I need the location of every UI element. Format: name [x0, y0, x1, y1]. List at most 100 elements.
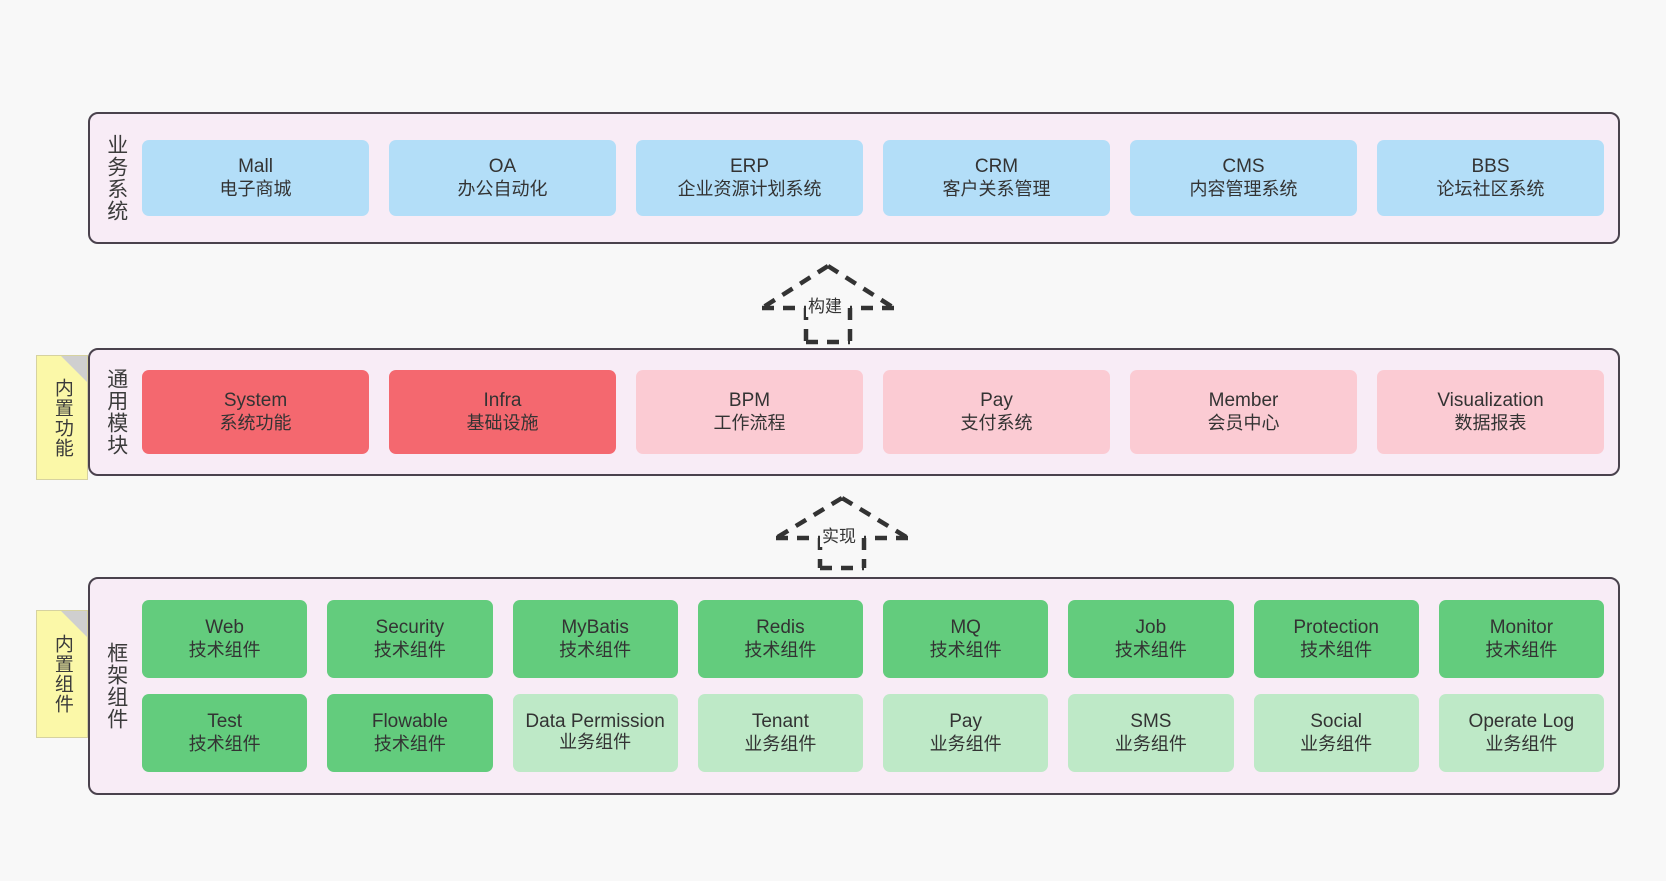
node-test[interactable]: Test 技术组件 — [142, 694, 308, 772]
framework-row-technical: Web 技术组件 Security 技术组件 MyBatis 技术组件 Redi… — [142, 600, 1604, 678]
node-tenant[interactable]: Tenant 业务组件 — [697, 694, 863, 772]
node-protection-desc: 技术组件 — [1300, 639, 1373, 660]
node-visualization-name: Visualization — [1437, 390, 1544, 412]
node-web-desc: 技术组件 — [188, 639, 261, 660]
node-monitor-name: Monitor — [1489, 617, 1554, 639]
node-bbs-name: BBS — [1471, 156, 1510, 178]
node-system[interactable]: System 系统功能 — [142, 370, 369, 454]
node-system-name: System — [223, 390, 288, 412]
node-redis-desc: 技术组件 — [744, 639, 817, 660]
business-systems-row: Mall 电子商城 OA 办公自动化 ERP 企业资源计划系统 CRM 客户关系… — [142, 140, 1604, 216]
node-pay-module[interactable]: Pay 支付系统 — [883, 370, 1110, 454]
node-member[interactable]: Member 会员中心 — [1130, 370, 1357, 454]
node-job-name: Job — [1135, 617, 1167, 639]
node-oa[interactable]: OA 办公自动化 — [389, 140, 616, 216]
node-crm-name: CRM — [974, 156, 1019, 178]
node-social-desc: 业务组件 — [1300, 733, 1373, 754]
node-erp-desc: 企业资源计划系统 — [677, 178, 822, 199]
node-operate-log[interactable]: Operate Log 业务组件 — [1438, 694, 1604, 772]
node-sms[interactable]: SMS 业务组件 — [1068, 694, 1234, 772]
node-infra-desc: 基础设施 — [466, 412, 539, 433]
node-mybatis-desc: 技术组件 — [559, 639, 632, 660]
layer-common-modules: 通用模块 System 系统功能 Infra 基础设施 BPM 工作流程 Pay… — [88, 348, 1620, 476]
node-protection[interactable]: Protection 技术组件 — [1253, 600, 1419, 678]
node-social[interactable]: Social 业务组件 — [1253, 694, 1419, 772]
node-mq-name: MQ — [950, 617, 981, 639]
node-system-desc: 系统功能 — [219, 412, 292, 433]
node-mall-name: Mall — [238, 156, 273, 178]
node-mall[interactable]: Mall 电子商城 — [142, 140, 369, 216]
node-visualization-desc: 数据报表 — [1454, 412, 1527, 433]
layer-common-modules-body: System 系统功能 Infra 基础设施 BPM 工作流程 Pay 支付系统… — [142, 350, 1618, 474]
connector-implement-shape — [774, 496, 910, 571]
layer-business-systems-title: 业务系统 — [104, 134, 128, 222]
node-monitor[interactable]: Monitor 技术组件 — [1438, 600, 1604, 678]
node-pay-module-desc: 支付系统 — [960, 412, 1033, 433]
note-builtin-features-label: 内置功能 — [51, 377, 73, 458]
node-sms-desc: 业务组件 — [1114, 733, 1187, 754]
connector-build: 构建 — [758, 262, 898, 345]
layer-business-systems: 业务系统 Mall 电子商城 OA 办公自动化 ERP 企业资源计划系统 CRM… — [88, 112, 1620, 244]
node-erp-name: ERP — [729, 156, 770, 178]
node-job[interactable]: Job 技术组件 — [1068, 600, 1234, 678]
node-data-permission[interactable]: Data Permission 业务组件 — [512, 694, 678, 772]
node-cms-desc: 内容管理系统 — [1189, 178, 1298, 199]
connector-implement: 实现 — [772, 494, 912, 571]
node-bbs-desc: 论坛社区系统 — [1436, 178, 1545, 199]
connector-build-shape — [760, 264, 896, 345]
node-web[interactable]: Web 技术组件 — [142, 600, 308, 678]
node-visualization[interactable]: Visualization 数据报表 — [1377, 370, 1604, 454]
node-pay-component[interactable]: Pay 业务组件 — [883, 694, 1049, 772]
node-flowable-desc: 技术组件 — [373, 733, 446, 754]
node-oa-desc: 办公自动化 — [457, 178, 548, 199]
layer-framework-components: 框架组件 Web 技术组件 Security 技术组件 MyBatis 技术组件… — [88, 577, 1620, 795]
node-infra-name: Infra — [483, 390, 522, 412]
node-bbs[interactable]: BBS 论坛社区系统 — [1377, 140, 1604, 216]
node-monitor-desc: 技术组件 — [1485, 639, 1558, 660]
node-oa-name: OA — [488, 156, 517, 178]
node-pay-module-name: Pay — [980, 390, 1013, 412]
layer-common-modules-title: 通用模块 — [104, 368, 128, 456]
connector-build-label: 构建 — [806, 292, 844, 317]
note-builtin-features: 内置功能 — [36, 355, 88, 480]
node-operate-log-desc: 业务组件 — [1485, 733, 1558, 754]
node-mq[interactable]: MQ 技术组件 — [883, 600, 1049, 678]
node-crm[interactable]: CRM 客户关系管理 — [883, 140, 1110, 216]
node-redis[interactable]: Redis 技术组件 — [697, 600, 863, 678]
layer-business-systems-body: Mall 电子商城 OA 办公自动化 ERP 企业资源计划系统 CRM 客户关系… — [142, 114, 1618, 242]
node-test-desc: 技术组件 — [188, 733, 261, 754]
node-tenant-name: Tenant — [751, 711, 809, 733]
node-security[interactable]: Security 技术组件 — [327, 600, 493, 678]
framework-row-business: Test 技术组件 Flowable 技术组件 Data Permission … — [142, 694, 1604, 772]
node-social-name: Social — [1310, 711, 1362, 733]
node-tenant-desc: 业务组件 — [744, 733, 817, 754]
node-mybatis-name: MyBatis — [561, 617, 629, 639]
note-builtin-components: 内置组件 — [36, 610, 88, 738]
node-security-desc: 技术组件 — [373, 639, 446, 660]
node-crm-desc: 客户关系管理 — [942, 178, 1051, 199]
layer-framework-components-title: 框架组件 — [104, 642, 128, 730]
node-erp[interactable]: ERP 企业资源计划系统 — [636, 140, 863, 216]
node-flowable-name: Flowable — [371, 711, 448, 733]
node-pay-component-name: Pay — [949, 711, 982, 733]
node-data-permission-name: Data Permission — [525, 710, 665, 732]
node-infra[interactable]: Infra 基础设施 — [389, 370, 616, 454]
node-security-name: Security — [375, 617, 445, 639]
node-flowable[interactable]: Flowable 技术组件 — [327, 694, 493, 772]
node-member-desc: 会员中心 — [1207, 412, 1280, 433]
node-pay-component-desc: 业务组件 — [929, 733, 1002, 754]
common-modules-row: System 系统功能 Infra 基础设施 BPM 工作流程 Pay 支付系统… — [142, 370, 1604, 454]
node-job-desc: 技术组件 — [1114, 639, 1187, 660]
node-cms[interactable]: CMS 内容管理系统 — [1130, 140, 1357, 216]
node-bpm[interactable]: BPM 工作流程 — [636, 370, 863, 454]
node-mq-desc: 技术组件 — [929, 639, 1002, 660]
node-bpm-name: BPM — [728, 390, 771, 412]
node-sms-name: SMS — [1130, 711, 1172, 733]
node-web-name: Web — [205, 617, 244, 639]
connector-implement-label: 实现 — [820, 522, 858, 547]
note-builtin-components-label: 内置组件 — [51, 634, 73, 714]
node-bpm-desc: 工作流程 — [713, 412, 786, 433]
node-mybatis[interactable]: MyBatis 技术组件 — [512, 600, 678, 678]
node-redis-name: Redis — [756, 617, 805, 639]
